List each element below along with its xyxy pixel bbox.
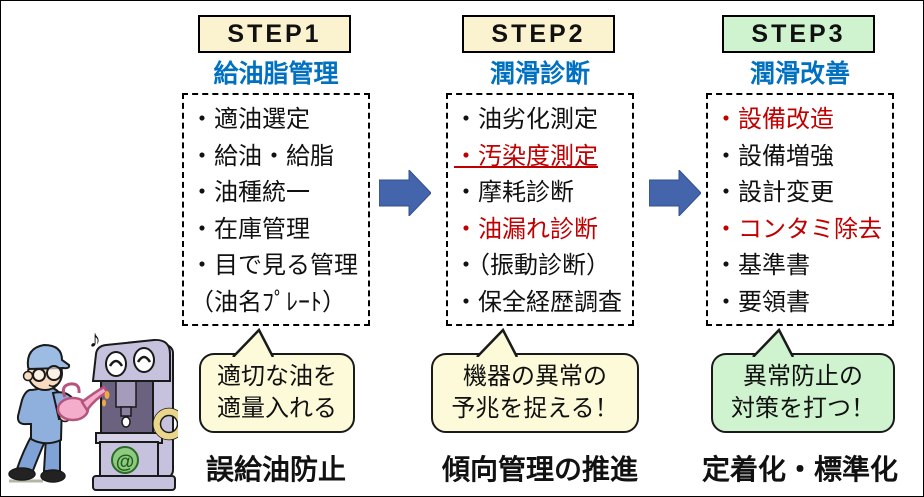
list-item: ・目で見る管理 [190, 252, 358, 279]
list-item: ・摩耗診断 [454, 179, 574, 206]
bubble-tail-icon [476, 327, 519, 357]
step2-speech-bubble: 機器の異常の 予兆を捉える！ [431, 327, 639, 433]
step-column-2: STEP2 潤滑診断 ・油劣化測定・汚染度測定・摩耗診断・油漏れ診断・（振動診断… [431, 1, 639, 496]
list-item: ・油漏れ診断 [454, 215, 598, 243]
step1-caption: 誤給油防止 [205, 454, 347, 485]
worker-machine-illustration: @ ♪ [8, 326, 178, 491]
list-item: ・油種統一 [190, 179, 310, 206]
step1-subtitle: 給油脂管理 [213, 60, 339, 88]
list-item: ・保全経歴調査 [454, 288, 622, 316]
step2-subtitle: 潤滑診断 [489, 60, 590, 88]
bubble-tail-icon [752, 327, 795, 357]
step-column-3: STEP3 潤滑改善 ・設備改造・設備増強・設計変更・コンタミ除去・基準書・要領… [702, 1, 898, 496]
step3-header: STEP3 [722, 15, 875, 53]
machine-character: @ ♪ [89, 326, 178, 491]
list-item: ・要領書 [714, 288, 810, 316]
list-item: （油名ﾌﾟﾚｰﾄ） [190, 288, 346, 316]
arrow-right-icon [649, 170, 701, 216]
svg-text:@: @ [116, 452, 135, 473]
bubble-text: 適量入れる [217, 395, 337, 422]
bubble-text: 予兆を捉える！ [451, 395, 619, 422]
step2-caption: 傾向管理の推進 [441, 454, 639, 485]
step3-task-list: ・設備改造・設備増強・設計変更・コンタミ除去・基準書・要領書 [706, 93, 894, 326]
bubble-text: 異常防止の [743, 363, 863, 390]
step3-speech-bubble: 異常防止の 対策を打つ！ [711, 327, 895, 433]
bubble-text: 機器の異常の [463, 363, 607, 390]
step3-caption: 定着化・標準化 [701, 454, 899, 485]
list-item: ・コンタミ除去 [714, 215, 882, 243]
arrow-right-icon [379, 170, 431, 216]
bubble-text: 対策を打つ！ [731, 395, 875, 422]
list-item: ・（振動診断） [454, 252, 610, 279]
list-item: ・基準書 [714, 252, 810, 279]
list-item: ・適油選定 [190, 106, 310, 133]
list-item: ・設備改造 [714, 106, 834, 133]
worker-character [8, 343, 110, 483]
list-item: ・在庫管理 [190, 215, 310, 243]
list-item: ・設備増強 [714, 142, 834, 170]
step2-task-list: ・油劣化測定・汚染度測定・摩耗診断・油漏れ診断・（振動診断） ・保全経歴調査 [446, 93, 634, 326]
list-item: ・設計変更 [714, 179, 834, 206]
step2-header: STEP2 [462, 15, 615, 53]
step3-subtitle: 潤滑改善 [749, 60, 850, 88]
list-item: ・油劣化測定 [454, 106, 598, 133]
step-column-1: STEP1 給油脂管理 ・適油選定・給油・給脂・油種統一・在庫管理・目で見る管理… [182, 1, 370, 496]
step1-task-list: ・適油選定・給油・給脂・油種統一・在庫管理・目で見る管理 （油名ﾌﾟﾚｰﾄ） [182, 93, 370, 326]
step1-header: STEP1 [198, 15, 351, 53]
list-item: ・汚染度測定 [454, 142, 598, 170]
step1-speech-bubble: 適切な油を 適量入れる [199, 327, 355, 433]
list-item: ・給油・給脂 [190, 142, 334, 170]
bubble-tail-icon [232, 327, 275, 357]
bubble-text: 適切な油を [217, 363, 337, 390]
music-note-icon: ♪ [89, 326, 101, 353]
